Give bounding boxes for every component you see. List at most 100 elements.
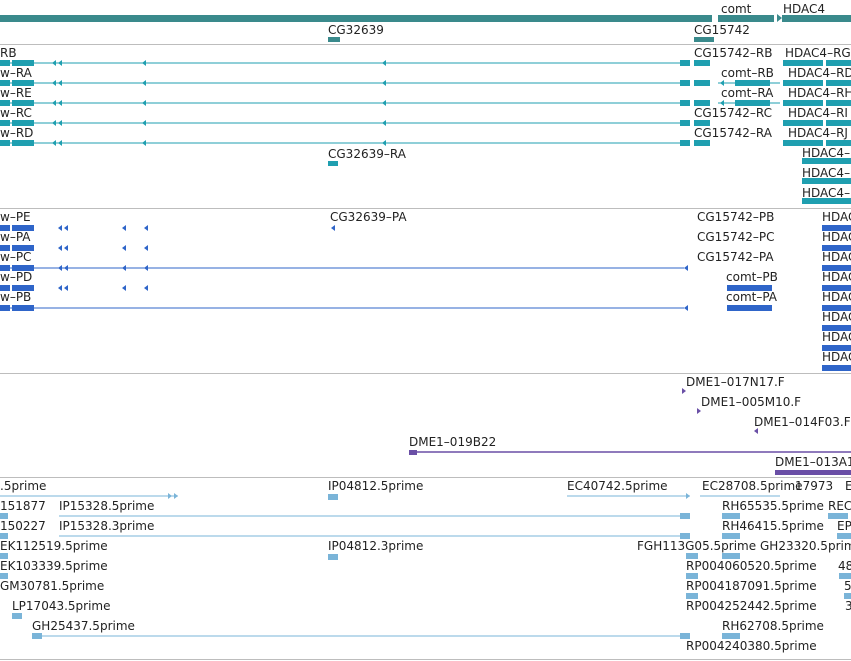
- exon-block: [12, 225, 34, 231]
- transcript-label: w–RE: [0, 86, 32, 100]
- transcript-label: CG15742–RA: [694, 126, 772, 140]
- est-label: 150227: [0, 519, 46, 533]
- strand-arrow: [58, 225, 62, 231]
- est-label: EP: [837, 519, 851, 533]
- strand-arrow: [822, 345, 826, 351]
- strand-arrow: [142, 100, 146, 106]
- protein-label: HDAC: [822, 230, 851, 244]
- exon-block: [0, 513, 8, 519]
- strand-arrow: [822, 265, 826, 271]
- strand-arrow: [58, 60, 62, 66]
- exon-block: [694, 140, 710, 146]
- protein-label: CG15742–PB: [697, 210, 775, 224]
- exon-block: [722, 553, 740, 559]
- strand-arrow: [684, 305, 688, 311]
- exon-block: [680, 513, 690, 519]
- exon-block: [12, 613, 22, 619]
- transcript-label: HDAC4–RJ: [788, 126, 848, 140]
- exon-block: [680, 120, 690, 126]
- strand-arrow: [58, 285, 62, 291]
- exon-block: [0, 100, 10, 106]
- exon-block: [12, 80, 34, 86]
- exon-block: [686, 553, 698, 559]
- exon-block: [0, 15, 712, 22]
- est-label: RP004187091.5prime: [686, 579, 817, 593]
- strand-arrow: [144, 225, 148, 231]
- exon-block: [727, 305, 772, 311]
- exon-block: [0, 245, 10, 251]
- exon-block: [680, 60, 690, 66]
- est-label: IP04812.5prime: [328, 479, 424, 493]
- exon-block: [822, 325, 851, 331]
- exon-block: [782, 15, 851, 22]
- est-label: RH46415.5prime: [722, 519, 824, 533]
- est-label: GM30781.5prime: [0, 579, 105, 593]
- exon-block: [0, 553, 8, 559]
- exon-block: [694, 100, 710, 106]
- bac-label: DME1–019B22: [409, 435, 497, 449]
- strand-arrow: [142, 80, 146, 86]
- strand-arrow: [382, 100, 386, 106]
- exon-block: [822, 285, 851, 291]
- est-label: EK112519.5prime: [0, 539, 108, 553]
- transcript-label: w–RC: [0, 106, 32, 120]
- exon-block: [680, 533, 690, 539]
- protein-label: w–PB: [0, 290, 32, 304]
- strand-arrow: [52, 80, 56, 86]
- exon-block: [802, 178, 851, 184]
- exon-block: [783, 140, 823, 146]
- est-label: IP15328.3prime: [59, 519, 155, 533]
- protein-label: w–PC: [0, 250, 32, 264]
- strand-arrow: [822, 325, 826, 331]
- strand-arrow: [142, 60, 146, 66]
- transcript-label: CG32639–RA: [328, 147, 406, 161]
- strand-arrow: [64, 225, 68, 231]
- strand-arrow: [58, 140, 62, 146]
- exon-block: [839, 573, 851, 579]
- protein-label: CG15742–PC: [697, 230, 775, 244]
- gene-label[interactable]: CG15742: [694, 23, 750, 37]
- gene-label[interactable]: HDAC4: [783, 2, 826, 16]
- strand-arrow: [122, 285, 126, 291]
- gene-label[interactable]: comt: [721, 2, 752, 16]
- est-label: 3: [845, 599, 851, 613]
- strand-arrow: [382, 140, 386, 146]
- strand-arrow: [58, 100, 62, 106]
- transcript-label: comt–RB: [721, 66, 774, 80]
- protein-label: HDAC: [822, 310, 851, 324]
- exon-block: [686, 573, 698, 579]
- exon-block: [12, 60, 34, 66]
- exon-block: [783, 60, 823, 66]
- exon-block: [727, 285, 772, 291]
- strand-arrow: [822, 245, 826, 251]
- exon-block: [12, 140, 34, 146]
- protein-label: w–PE: [0, 210, 31, 224]
- track-separator: [0, 373, 851, 374]
- exon-block: [722, 513, 740, 519]
- transcript-label: comt–RA: [721, 86, 774, 100]
- est-label: 48: [838, 559, 851, 573]
- exon-block: [12, 120, 34, 126]
- track-separator: [0, 659, 851, 660]
- exon-block: [822, 365, 851, 371]
- strand-arrow: [720, 80, 724, 86]
- gene-label[interactable]: CG32639: [328, 23, 384, 37]
- exon-block: [328, 554, 338, 560]
- transcript-label: w–RD: [0, 126, 34, 140]
- transcript-label: HDAC4–RD: [788, 66, 851, 80]
- protein-label: HDAC: [822, 330, 851, 344]
- est-label: 17973: [795, 479, 834, 493]
- exon-block: [783, 80, 823, 86]
- transcript-label: HDAC4–: [802, 166, 851, 180]
- exon-block: [0, 225, 10, 231]
- strand-arrow: [382, 120, 386, 126]
- est-label: EC40742.5prime: [567, 479, 668, 493]
- transcript-label: HDAC4–: [802, 146, 851, 160]
- exon-block: [686, 593, 698, 599]
- exon-block: [822, 265, 851, 271]
- exon-block: [822, 245, 851, 251]
- strand-arrow: [682, 388, 686, 394]
- exon-block: [822, 345, 851, 351]
- est-label: RP004252442.5prime: [686, 599, 817, 613]
- exon-block: [826, 80, 851, 86]
